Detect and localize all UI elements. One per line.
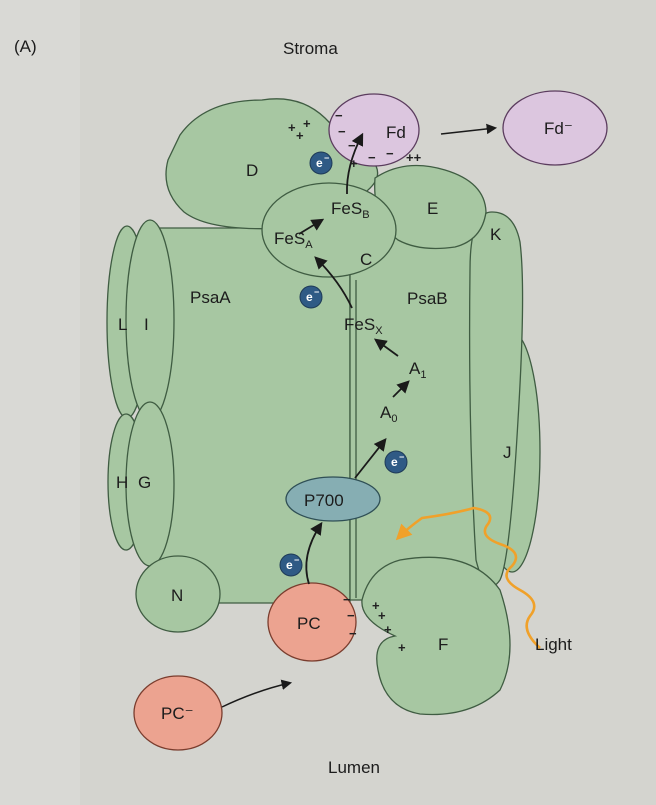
svg-text:−: −	[324, 153, 329, 163]
svg-text:−: −	[335, 108, 343, 123]
lumen-label: Lumen	[328, 758, 380, 777]
pc-reduced-label: PC⁻	[161, 704, 194, 723]
subunit-h-label: H	[116, 473, 128, 492]
psab-label: PsaB	[407, 289, 448, 308]
subunit-g-label: G	[138, 473, 151, 492]
svg-text:−: −	[348, 138, 356, 153]
electron-badge-2: e −	[300, 286, 322, 308]
svg-text:e: e	[286, 558, 293, 572]
p700-label: P700	[304, 491, 344, 510]
subunit-n-label: N	[171, 586, 183, 605]
stroma-label: Stroma	[283, 39, 338, 58]
svg-text:++: ++	[406, 150, 422, 165]
svg-text:+: +	[288, 120, 296, 135]
light-label: Light	[535, 635, 572, 654]
svg-text:−: −	[338, 124, 346, 139]
svg-text:−: −	[294, 555, 299, 565]
subunit-c-label: C	[360, 250, 372, 269]
svg-text:e: e	[391, 455, 398, 469]
subunit-j-label: J	[503, 443, 512, 462]
panel-label: (A)	[14, 37, 37, 56]
psaa-label: PsaA	[190, 288, 231, 307]
subunit-d-label: D	[246, 161, 258, 180]
subunit-i	[126, 220, 174, 420]
svg-text:+: +	[398, 640, 406, 655]
fd-reduced-label: Fd⁻	[544, 119, 573, 138]
svg-text:+: +	[303, 116, 311, 131]
svg-text:−: −	[347, 608, 355, 623]
svg-text:−: −	[343, 592, 351, 607]
subunit-l-label: L	[118, 315, 127, 334]
electron-badge-4: e −	[280, 554, 302, 576]
subunit-i-label: I	[144, 315, 149, 334]
svg-text:−: −	[368, 150, 376, 165]
subunit-f-label: F	[438, 635, 448, 654]
subunit-e-label: E	[427, 199, 438, 218]
electron-badge-3: e −	[385, 451, 407, 473]
psaa-subunit	[150, 228, 350, 603]
subunit-k-label: K	[490, 225, 502, 244]
svg-text:−: −	[349, 626, 357, 641]
svg-text:+: +	[384, 622, 392, 637]
svg-text:−: −	[314, 287, 319, 297]
pc-label: PC	[297, 614, 321, 633]
svg-text:e: e	[306, 290, 313, 304]
electron-badge-1: e −	[310, 152, 332, 174]
svg-text:+: +	[350, 156, 358, 171]
svg-text:−: −	[386, 146, 394, 161]
svg-text:−: −	[399, 452, 404, 462]
svg-text:+: +	[378, 608, 386, 623]
electron-symbol: e	[316, 156, 323, 170]
fd-label: Fd	[386, 123, 406, 142]
